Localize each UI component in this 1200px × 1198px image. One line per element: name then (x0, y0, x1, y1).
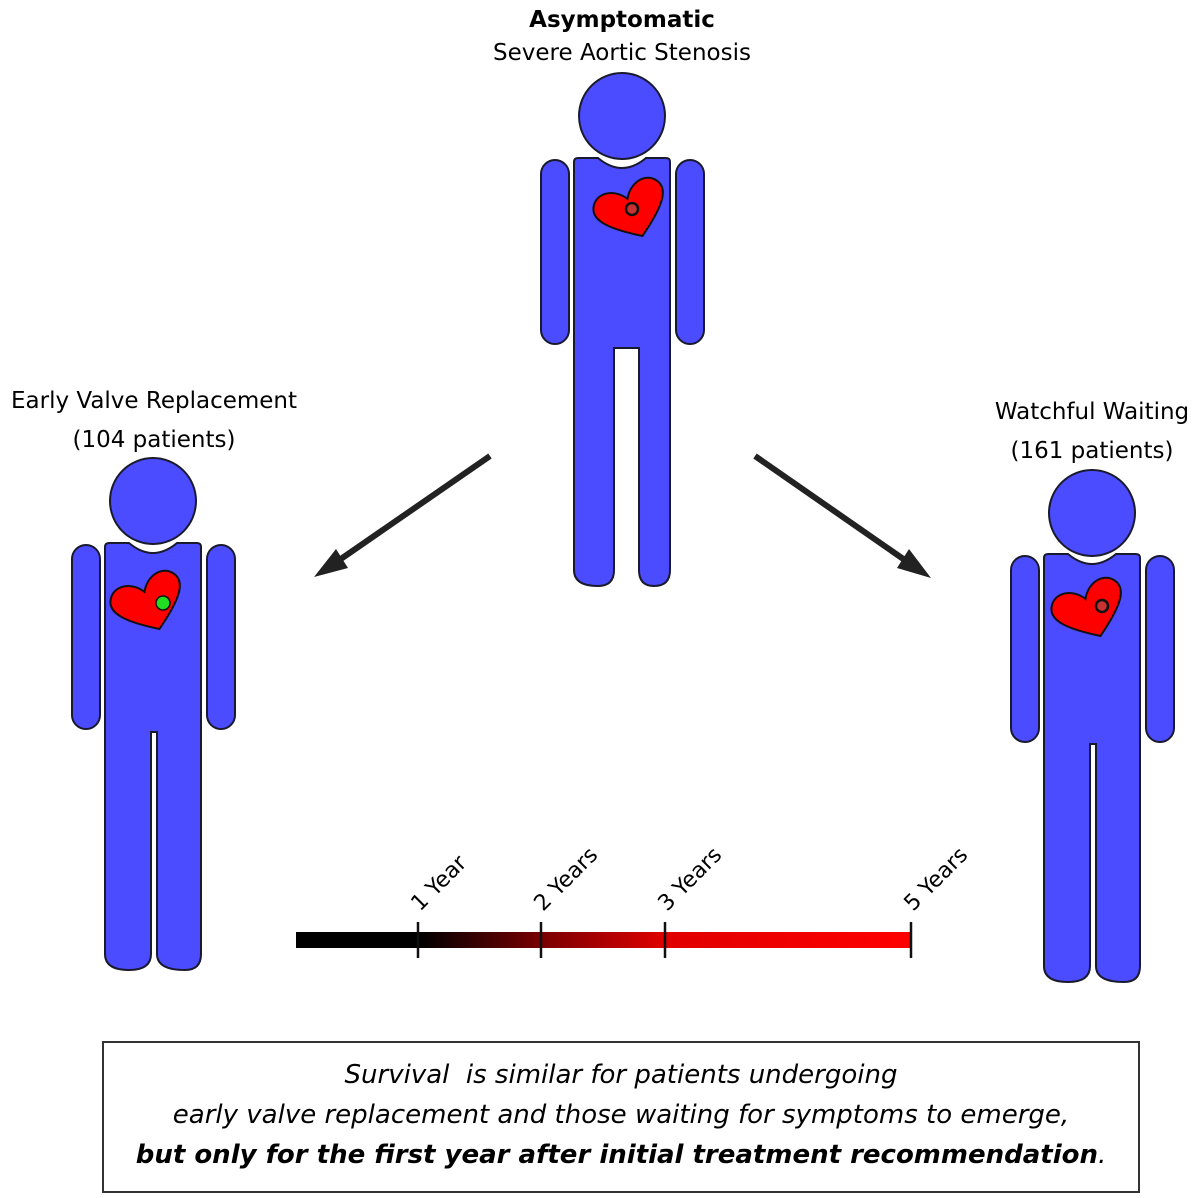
right-arm (1145, 555, 1175, 743)
torso-and-legs (573, 157, 671, 588)
group-label-watchful-waiting: Watchful Waiting (994, 399, 1190, 425)
timeline: 1 Year 2 Years 3 Years 5 Years (296, 843, 973, 958)
title-line-1: Asymptomatic (529, 7, 715, 33)
tick-label-2-years: 2 Years (530, 843, 604, 917)
head (109, 457, 197, 545)
arrow-to-watchful-waiting (753, 453, 924, 575)
left-arm (71, 544, 101, 730)
summary-line-3: but only for the first year after initia… (104, 1135, 1138, 1175)
head (578, 72, 666, 160)
arrowhead-right (897, 549, 931, 578)
torso-and-legs (104, 542, 202, 972)
timeline-bar (296, 932, 912, 948)
tick-label-5-years: 5 Years (900, 843, 974, 917)
torso-and-legs (1043, 553, 1141, 984)
group-count-watchful-waiting: (161 patients) (1010, 438, 1174, 464)
early-replacement-patient-figure (71, 457, 236, 972)
title-line-2: Severe Aortic Stenosis (493, 40, 751, 66)
watchful-waiting-patient-figure (1010, 469, 1175, 984)
tick-label-1-year: 1 Year (407, 850, 473, 916)
summary-line-2: early valve replacement and those waitin… (172, 1100, 1070, 1130)
heart-icon (1050, 576, 1122, 638)
tick-label-3-years: 3 Years (654, 843, 728, 917)
stenotic-valve-icon (1094, 598, 1110, 614)
group-count-early-replacement: (104 patients) (72, 427, 236, 453)
head (1048, 469, 1136, 557)
right-arm (675, 159, 705, 345)
arrowhead-left (314, 549, 348, 577)
group-label-early-replacement: Early Valve Replacement (10, 388, 298, 414)
replaced-valve-icon (155, 595, 171, 611)
summary-line-3-period: . (1098, 1140, 1107, 1170)
right-arm (206, 544, 236, 730)
heart-icon (109, 569, 181, 631)
left-arm (540, 159, 570, 345)
center-patient-figure (540, 72, 705, 588)
stenotic-valve-icon (624, 201, 640, 217)
summary-line-3-bold: but only for the first year after initia… (135, 1140, 1098, 1170)
arrow-to-early-replacement (320, 453, 492, 575)
left-arm (1010, 555, 1040, 743)
summary-line-1: Survival is similar for patients undergo… (344, 1060, 898, 1090)
summary-box: Survival is similar for patients undergo… (102, 1041, 1140, 1193)
